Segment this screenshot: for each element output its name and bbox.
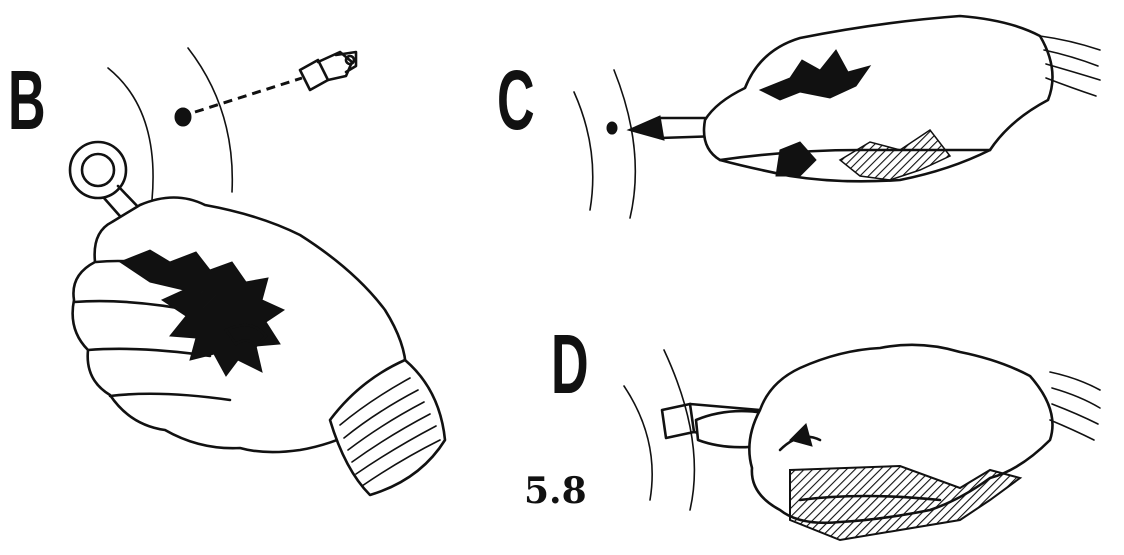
surface-arc [108, 68, 153, 200]
panel-label-d: D [551, 322, 587, 406]
panel-label-b: B [8, 58, 44, 142]
gloved-hand-c [704, 16, 1100, 181]
figure-number: 5.8 [524, 470, 587, 512]
surface-arc [664, 350, 694, 510]
panel-b-drawing [70, 48, 445, 495]
panel-d-drawing [624, 345, 1100, 540]
panel-label-c: C [497, 58, 533, 142]
surface-arc [624, 386, 652, 500]
bleed-screw-icon [300, 52, 356, 90]
gloved-hand-d [749, 345, 1100, 540]
bleed-hole [175, 108, 191, 126]
gloved-hand-b [73, 198, 445, 496]
bleed-hole [607, 122, 617, 134]
surface-arc [574, 92, 593, 210]
surface-arc [188, 48, 232, 192]
panel-c-drawing [574, 16, 1100, 218]
surface-arc [614, 70, 635, 218]
